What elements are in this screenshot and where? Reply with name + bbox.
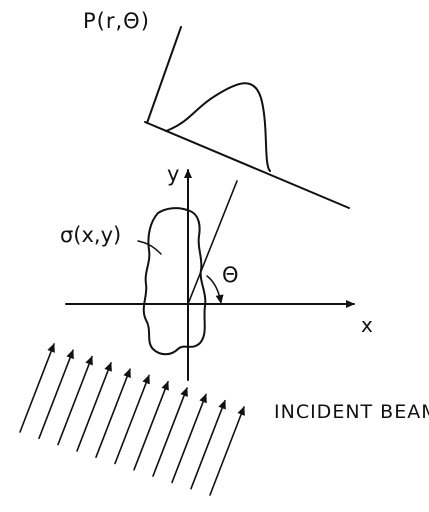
object-leader-line [137, 240, 162, 255]
object-cross-section [142, 207, 207, 356]
incident-beam-label: INCIDENT BEAM [274, 401, 429, 423]
projection-baseline [144, 121, 350, 209]
projection-profile [144, 26, 350, 209]
beam-arrow [133, 380, 169, 471]
beam-arrow [95, 368, 131, 459]
beam-arrow [190, 399, 226, 490]
object-label: σ(x,y) [60, 223, 122, 247]
projection-direction-line [187, 180, 238, 305]
coordinate-axes [65, 169, 355, 381]
projection-label: P(r,Θ) [83, 9, 150, 33]
incident-beam-arrows [19, 343, 245, 496]
beam-arrow [171, 393, 207, 484]
theta-label: Θ [222, 263, 239, 287]
beam-arrow [57, 355, 93, 446]
projection-curve [165, 82, 271, 172]
projection-vertical-line [146, 26, 182, 124]
x-axis-label: x [361, 313, 373, 337]
beam-arrow [19, 343, 55, 433]
beam-arrow [152, 387, 188, 477]
theta-angle-arc [206, 275, 224, 304]
y-axis-label: y [167, 162, 180, 186]
beam-arrow [209, 406, 245, 496]
beam-arrow [38, 349, 74, 440]
beam-arrow [76, 361, 112, 452]
beam-arrow [114, 374, 150, 465]
